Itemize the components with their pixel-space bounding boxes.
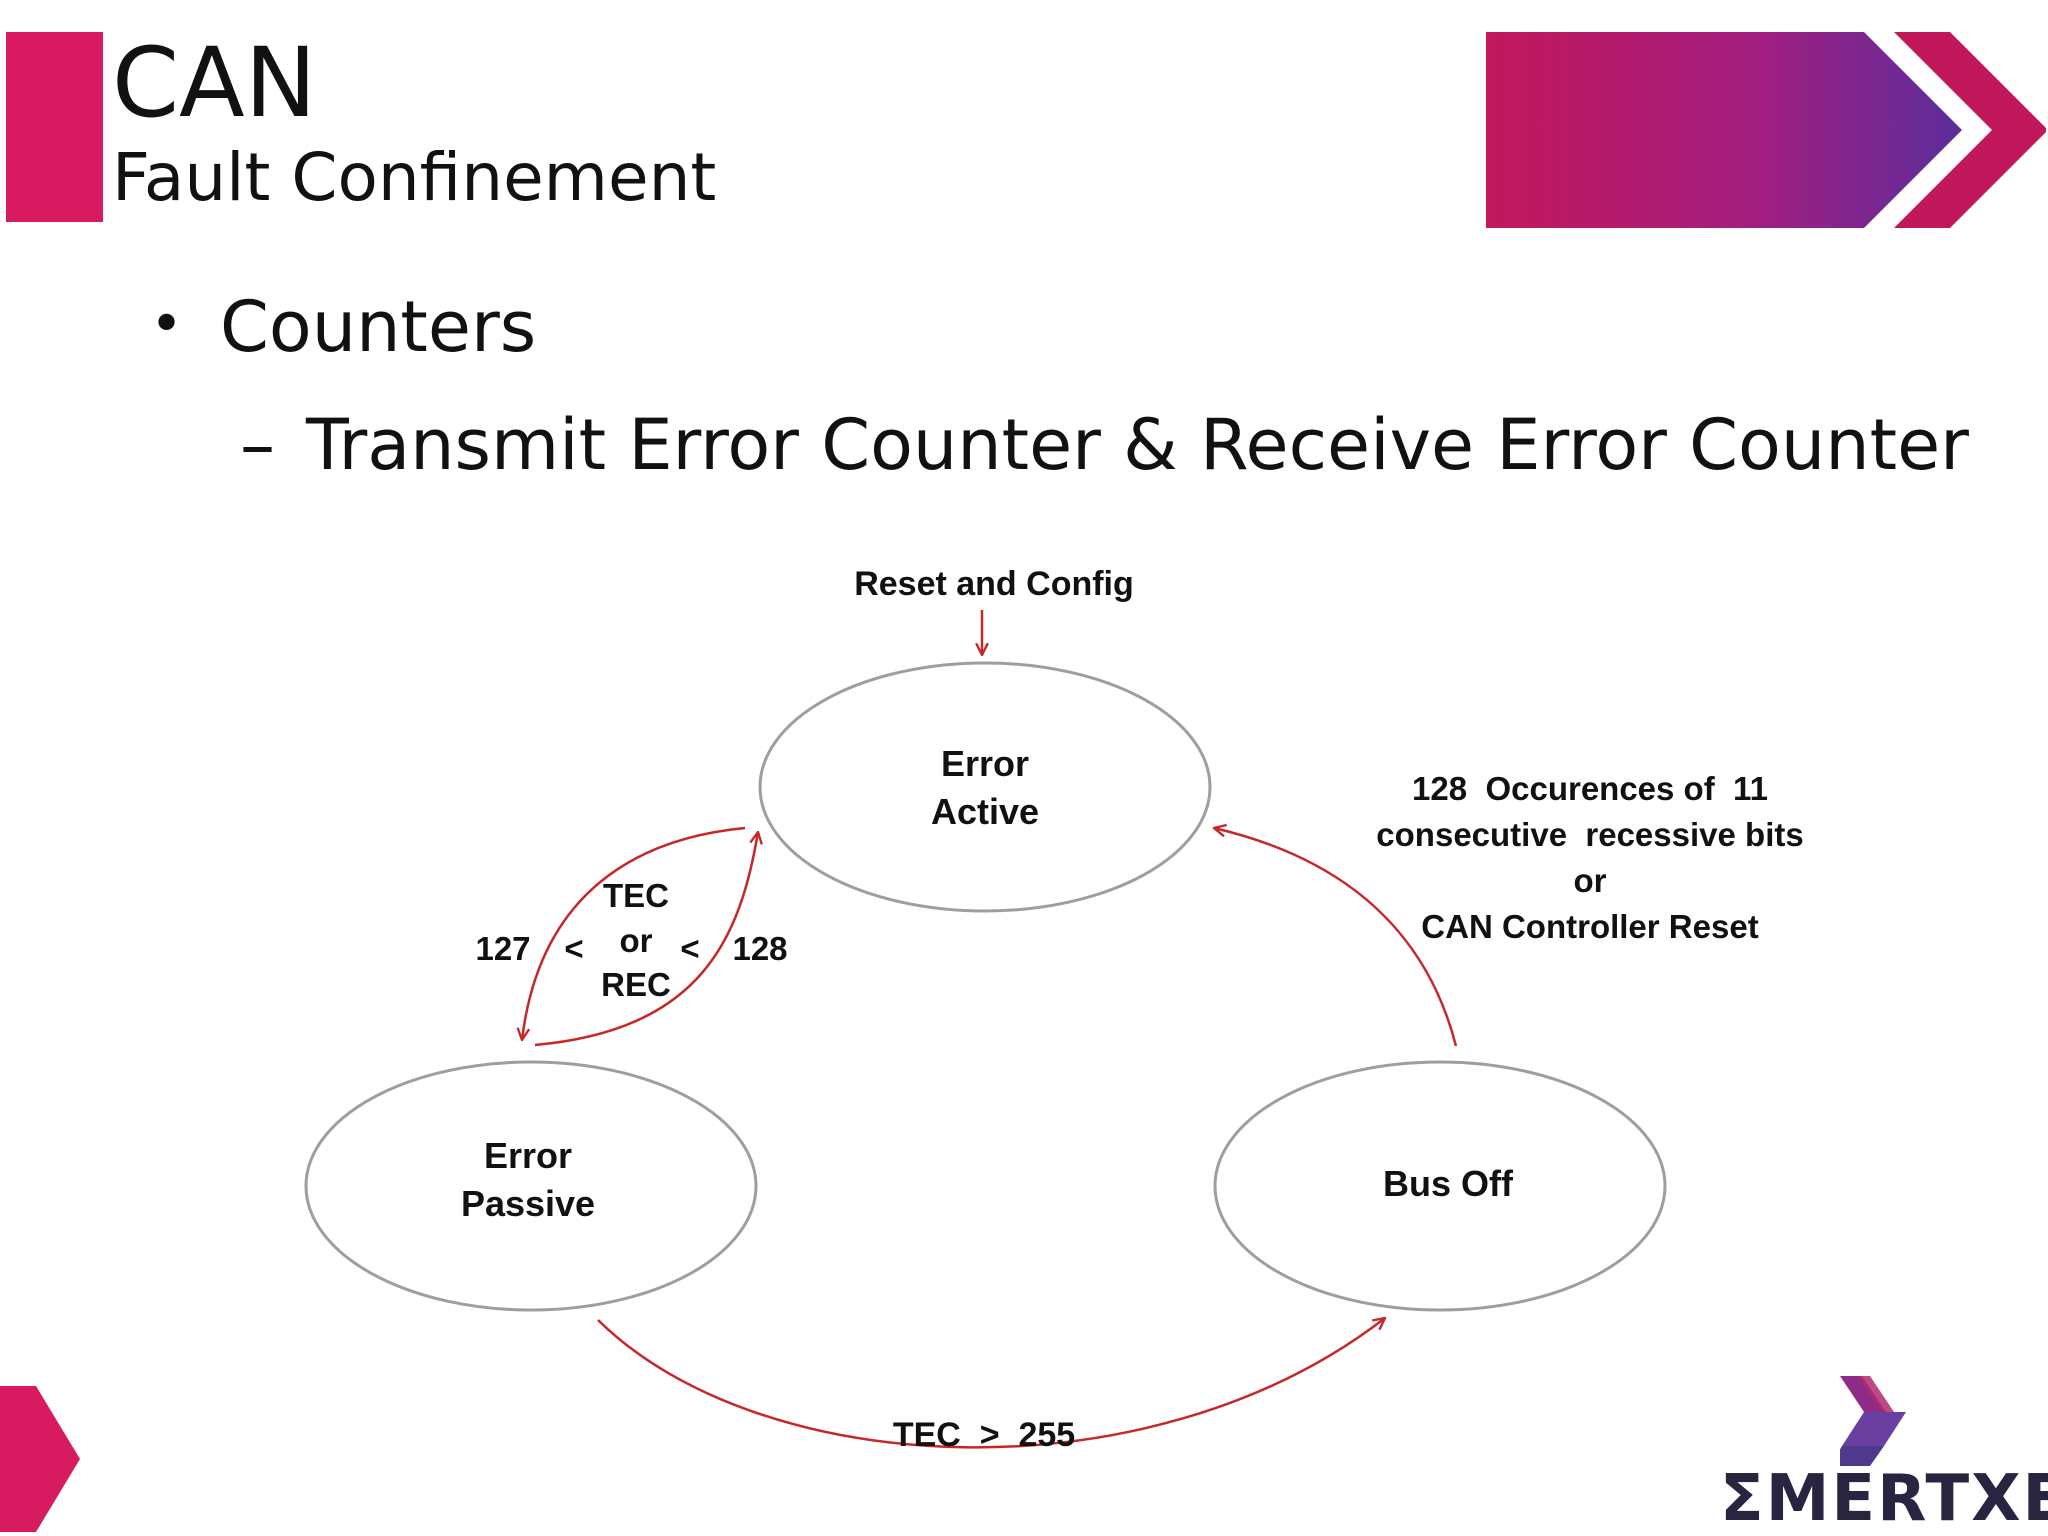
- state-bus-off-label: Bus Off: [1383, 1163, 1514, 1204]
- threshold-right-value: 128: [732, 930, 787, 967]
- threshold-left-value: 127: [475, 930, 530, 967]
- threshold-line-rec: REC: [601, 966, 671, 1003]
- arrow-passive-to-active: [534, 832, 758, 1047]
- sub-bullet-marker: –: [240, 404, 275, 486]
- threshold-line-or: or: [620, 922, 653, 959]
- chevron-logo-icon: [1840, 1376, 1906, 1466]
- threshold-lt-1: <: [564, 930, 583, 967]
- corner-chevron-icon: [0, 1386, 80, 1532]
- threshold-lt-2: <: [680, 930, 699, 967]
- entry-label: Reset and Config: [854, 565, 1134, 603]
- transition-right-line3: or: [1574, 862, 1607, 899]
- bullet-text: Counters: [220, 286, 537, 368]
- state-bus-off: [1213, 1060, 1667, 1312]
- state-error-active: [758, 661, 1212, 913]
- banner-chevron-icon: [1894, 32, 2046, 228]
- threshold-line-tec: TEC: [603, 877, 669, 914]
- transition-right-line4: CAN Controller Reset: [1421, 908, 1758, 945]
- state-error-passive-line1: Error: [484, 1135, 572, 1176]
- logo-text: ΣMERTXE: [1720, 1462, 2048, 1536]
- state-error-passive-line2: Passive: [461, 1183, 595, 1224]
- sub-bullet-counters: –Transmit Error Counter & Receive Error …: [240, 404, 1969, 486]
- slide-subtitle: Fault Confinement: [112, 139, 717, 216]
- bullet-marker: •: [150, 292, 184, 357]
- state-error-active-line1: Error: [941, 743, 1029, 784]
- sub-bullet-text: Transmit Error Counter & Receive Error C…: [306, 404, 1969, 486]
- header-banner: [1486, 32, 2046, 228]
- transition-right-line1: 128 Occurences of 11: [1412, 770, 1768, 807]
- state-error-passive: [304, 1060, 758, 1312]
- transition-right-line2: consecutive recessive bits: [1376, 816, 1803, 853]
- arrow-active-to-passive: [522, 826, 746, 1040]
- state-error-active-line2: Active: [931, 791, 1039, 832]
- slide-title: CAN: [112, 27, 317, 139]
- arrow-passive-to-busoff: [597, 1318, 1385, 1449]
- header-accent-bar: [6, 32, 103, 222]
- arrow-busoff-to-active: [1214, 828, 1458, 1047]
- company-logo: ΣMERTXE: [1720, 1376, 2048, 1536]
- transition-bottom-label: TEC > 255: [893, 1416, 1075, 1454]
